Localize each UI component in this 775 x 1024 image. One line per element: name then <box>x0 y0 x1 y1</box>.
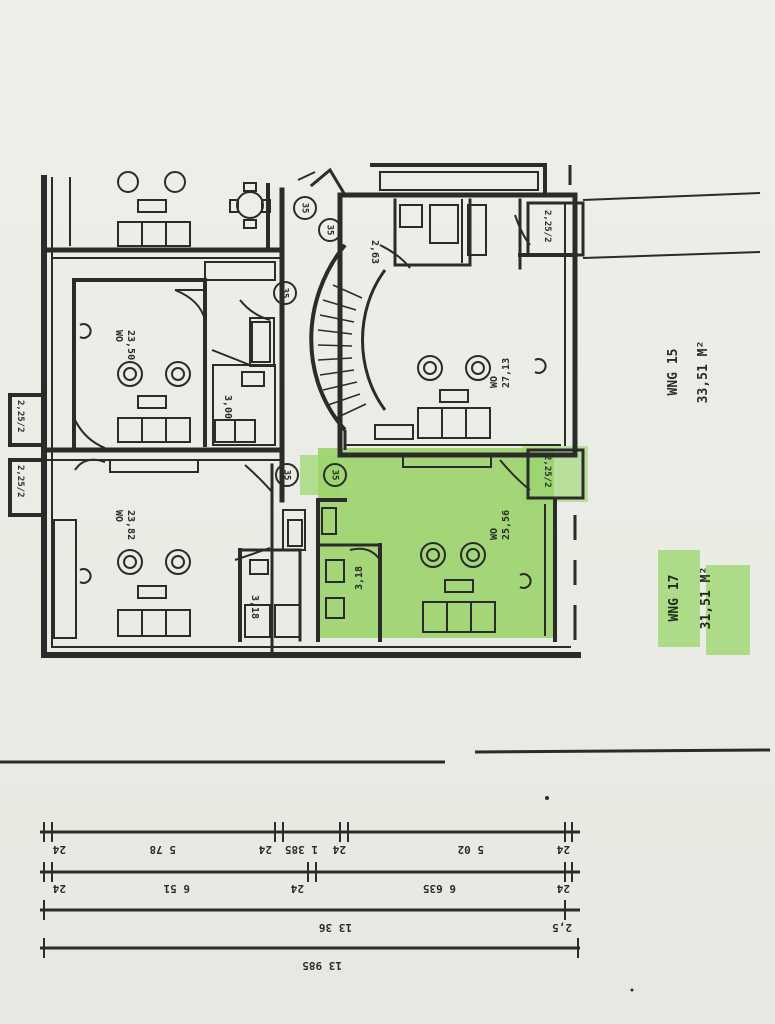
door-number: 35 <box>280 288 290 299</box>
room-label-bl: WO 23,82 <box>113 510 136 540</box>
dimension-labels: 24 5 78 24 1 385 24 5 02 24 24 6 51 24 6… <box>52 843 572 972</box>
dimension-value: 5 02 <box>458 843 485 856</box>
axis-dashes <box>568 165 577 640</box>
door-marker: 35 <box>275 463 299 487</box>
door-markers: 35 35 35 35 35 <box>273 196 347 487</box>
divider-line <box>474 748 771 754</box>
unit-name: WNG 17 <box>667 575 682 622</box>
balcony-area: 2,25/2 <box>542 210 552 243</box>
unit-highlight <box>706 565 750 655</box>
room-area: 25,56 <box>501 510 512 540</box>
room-name: WO <box>113 330 124 342</box>
dimension-value: 6 51 <box>163 882 190 895</box>
room-area: 3,18 <box>249 595 260 619</box>
balcony-area: 2,25/2 <box>15 400 25 433</box>
unit-label-wng15: WNG 15 33,51 M² <box>666 341 711 404</box>
dimension-value: 24 <box>556 843 570 856</box>
dimension-value: 5 78 <box>150 843 177 856</box>
room-label-tr-entry: 2,63 <box>369 240 380 264</box>
balconies <box>8 192 761 517</box>
dimension-value: 24 <box>332 843 346 856</box>
dimension-lines <box>40 822 580 958</box>
dimension-value: 24 <box>556 882 570 895</box>
door-marker: 35 <box>323 463 347 487</box>
speck <box>630 988 634 992</box>
room-label-tr: WO 27,13 <box>489 358 512 388</box>
room-labels: WO 23,50 3,00 WO 23,82 3,18 WO 27,13 2,6… <box>113 240 512 619</box>
unit-area: 31,51 M² <box>699 567 714 630</box>
door-marker: 35 <box>318 218 342 242</box>
door-swings <box>74 171 531 561</box>
room-label-br-bath: 3,18 <box>354 566 365 590</box>
walls <box>41 163 581 658</box>
room-label-tl: WO 23,50 <box>113 330 136 360</box>
dimension-value: 24 <box>258 843 272 856</box>
speck <box>545 796 549 800</box>
door-marker: 35 <box>273 281 297 305</box>
balcony-area: 2,25/2 <box>15 465 25 498</box>
dimension-value: 6 635 <box>423 882 456 895</box>
dimension-value: 13 985 <box>302 959 342 972</box>
room-area: 23,82 <box>125 510 136 540</box>
room-name: WO <box>489 528 500 540</box>
furniture <box>79 171 547 638</box>
staircase <box>309 243 387 450</box>
room-label-tl-bath: 3,00 <box>222 395 233 419</box>
room-label-bl-bath: 3,18 <box>249 595 260 619</box>
door-marker: 35 <box>293 196 317 220</box>
dimension-value: 13 36 <box>319 921 352 934</box>
unit-name: WNG 15 <box>666 349 681 396</box>
room-area: 27,13 <box>501 358 512 388</box>
room-area: 23,50 <box>125 330 136 360</box>
door-number: 35 <box>282 470 292 481</box>
dimension-value: 24 <box>290 882 304 895</box>
door-number: 35 <box>330 470 340 481</box>
dimension-value: 1 385 <box>285 843 318 856</box>
balcony-labels: 2,25/2 2,25/2 2,25/2 2,25/2 <box>15 210 552 498</box>
room-area: 3,18 <box>354 566 365 590</box>
unit-label-wng17: WNG 17 31,51 M² <box>667 567 714 630</box>
room-area: 2,63 <box>369 240 380 264</box>
balcony-area: 2,25/2 <box>542 455 552 488</box>
unit-highlight <box>658 550 700 647</box>
dimension-value: 24 <box>52 882 66 895</box>
room-label-br: WO 25,56 <box>489 510 512 540</box>
dimension-value: 2,5 <box>552 921 572 934</box>
room-area: 3,00 <box>222 395 233 419</box>
room-name: WO <box>113 510 124 522</box>
dimension-value: 24 <box>52 843 66 856</box>
door-number: 35 <box>325 225 335 236</box>
door-number: 35 <box>300 203 310 214</box>
room-name: WO <box>489 376 500 388</box>
unit-area: 33,51 M² <box>696 341 711 404</box>
